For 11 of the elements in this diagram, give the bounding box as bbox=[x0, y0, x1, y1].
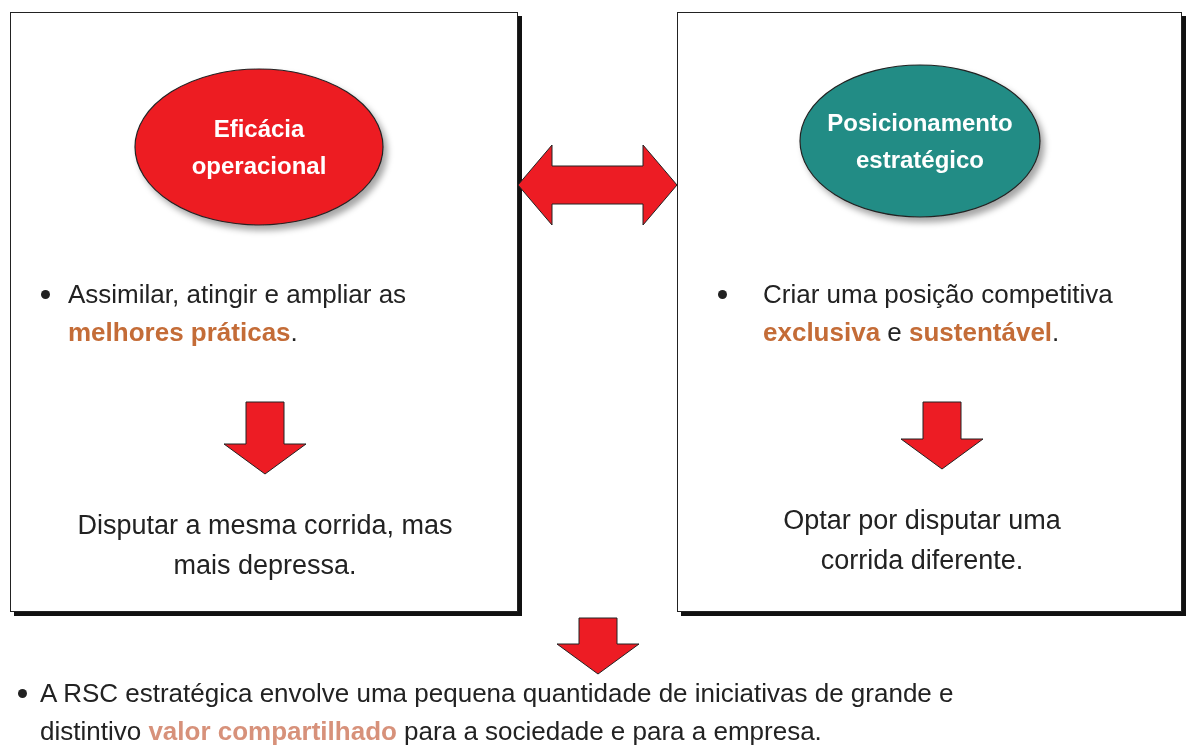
block-arrow bbox=[517, 144, 678, 226]
block-arrow bbox=[900, 401, 984, 470]
result-text: Disputar a mesma corrida, mas mais depressa. bbox=[76, 509, 454, 582]
result-text: Optar por disputar uma corrida diferente. bbox=[782, 504, 1062, 577]
block-arrow bbox=[223, 401, 307, 475]
ellipse-label: Posicionamento estratégico bbox=[826, 107, 1014, 175]
bullet-text: Assimilar, atingir e ampliar as melhores práticas. bbox=[68, 278, 408, 349]
block-arrow bbox=[556, 617, 640, 675]
bullet-text: Criar uma posição competitiva exclusiva e sustentável. bbox=[763, 278, 1114, 349]
ellipse-label: Eficácia operacional bbox=[190, 113, 328, 181]
bullet-text: A RSC estratégica envolve uma pequena quantidade de iniciativas de grande e distintivo valor compartilhado para a sociedade e para a empresa. bbox=[40, 677, 955, 748]
